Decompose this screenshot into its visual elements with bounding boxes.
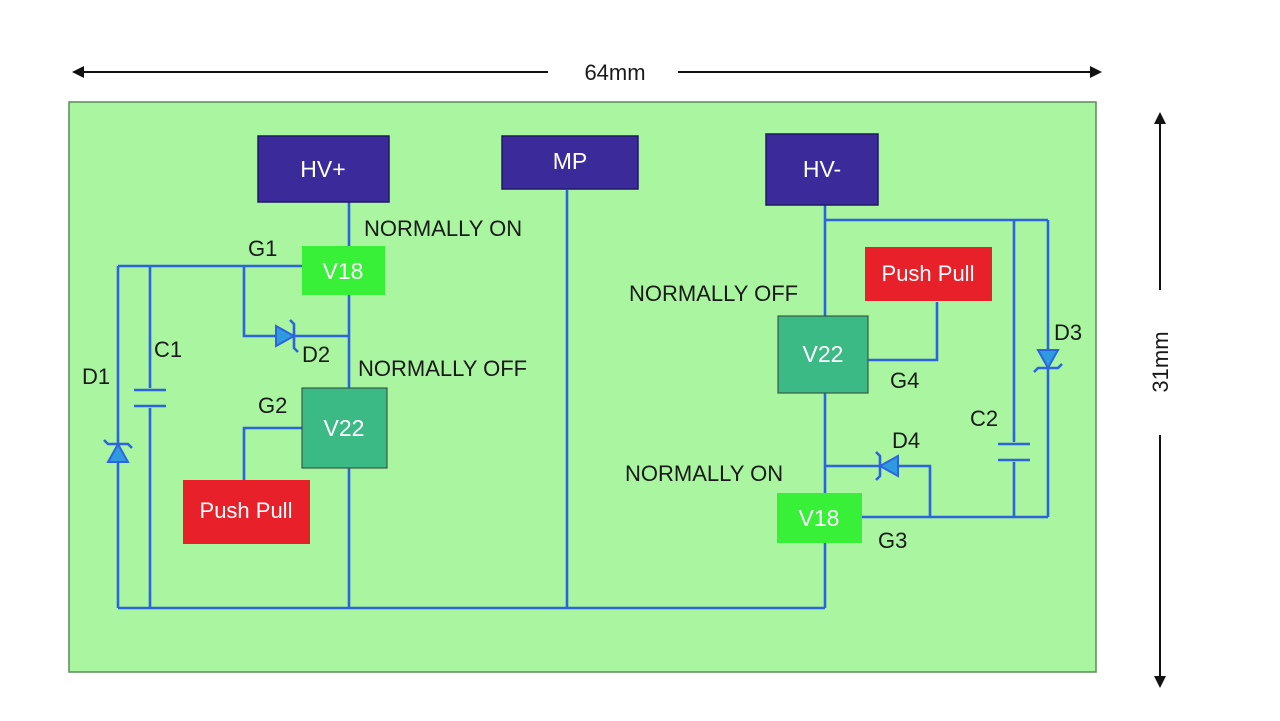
wire-g4 <box>868 302 939 362</box>
label-left-normally-off: NORMALLY OFF <box>358 356 527 381</box>
capacitor-c2 <box>998 442 1030 462</box>
left-push-pull-label: Push Pull <box>200 498 293 523</box>
circuit-board <box>68 101 1097 673</box>
label-right-normally-off: NORMALLY OFF <box>629 281 798 306</box>
terminal-hv-plus: HV+ <box>257 135 390 203</box>
label-c2: C2 <box>970 406 998 431</box>
right-push-pull-label: Push Pull <box>882 261 975 286</box>
terminal-hv-minus-label: HV- <box>803 156 841 182</box>
label-left-normally-on: NORMALLY ON <box>364 216 522 241</box>
width-label: 64mm <box>584 60 645 85</box>
left-v22-label: V22 <box>324 415 365 441</box>
label-c1: C1 <box>154 337 182 362</box>
zener-diode-d2 <box>275 319 299 353</box>
zener-diode-d1 <box>103 439 133 463</box>
width-dimension: 64mm <box>72 60 1102 85</box>
wire-g2 <box>242 426 302 480</box>
zener-diode-d3 <box>1033 349 1063 373</box>
left-v18-label: V18 <box>323 258 364 284</box>
terminal-hv-minus: HV- <box>765 133 879 206</box>
label-g3: G3 <box>878 528 907 553</box>
left-v22-switch: V22 <box>301 387 388 469</box>
height-label: 31mm <box>1148 331 1173 392</box>
label-d4: D4 <box>892 428 920 453</box>
right-push-pull: Push Pull <box>865 247 992 301</box>
left-push-pull: Push Pull <box>183 480 310 544</box>
height-dimension: 31mm <box>1148 112 1173 688</box>
right-v18-label: V18 <box>799 505 840 531</box>
right-v22-switch: V22 <box>777 315 869 394</box>
label-g2: G2 <box>258 393 287 418</box>
left-v18-switch: V18 <box>302 246 385 295</box>
label-g4: G4 <box>890 368 919 393</box>
label-g1: G1 <box>248 236 277 261</box>
label-d2: D2 <box>302 342 330 367</box>
right-v22-label: V22 <box>803 341 844 367</box>
label-d1: D1 <box>82 364 110 389</box>
terminal-mp: MP <box>501 135 639 190</box>
label-right-normally-on: NORMALLY ON <box>625 461 783 486</box>
right-v18-switch: V18 <box>777 493 862 543</box>
terminal-hv-plus-label: HV+ <box>300 156 345 182</box>
wires <box>116 190 1050 610</box>
zener-diode-d4 <box>875 451 899 481</box>
label-d3: D3 <box>1054 320 1082 345</box>
terminal-mp-label: MP <box>553 148 588 174</box>
capacitor-c1 <box>134 388 166 408</box>
